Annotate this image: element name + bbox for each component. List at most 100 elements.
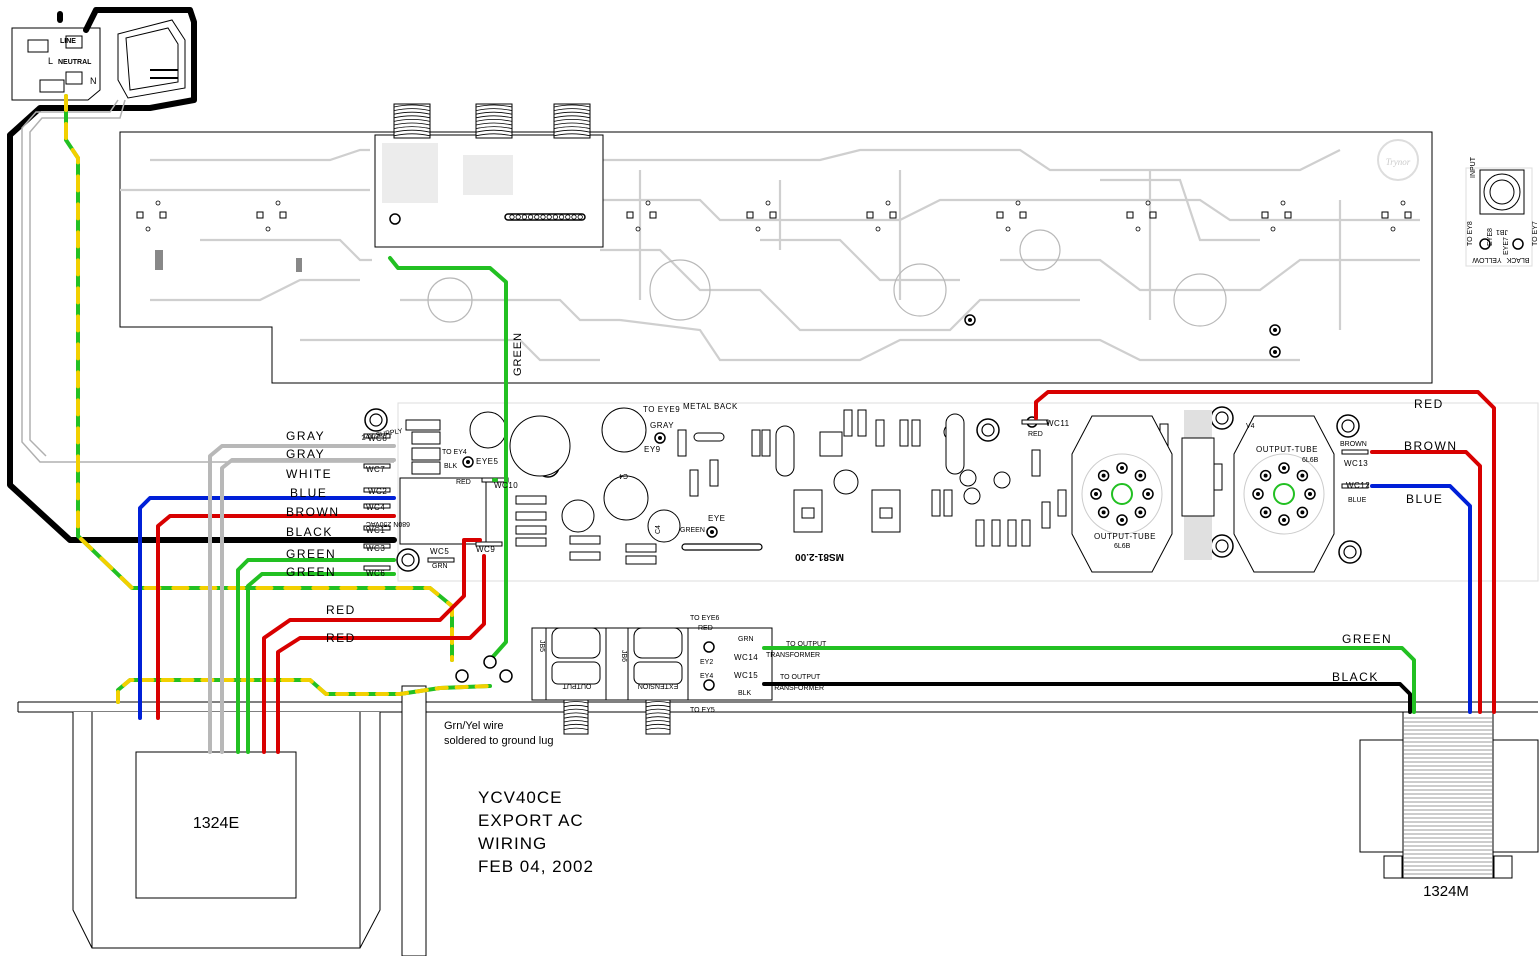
iec-l-label: L (48, 56, 53, 66)
ground-note-line-2: soldered to ground lug (444, 735, 553, 747)
wc2-label: WC2 (368, 487, 387, 496)
to-output-1-label: TO OUTPUT (786, 641, 827, 648)
c4-label-1: C4 (619, 472, 628, 479)
wc8-label: WC8 (368, 434, 387, 443)
red-wc11-label: RED (1028, 431, 1043, 438)
input-jack: INPUT TO EY8 TO EY7 EYE8 EYE7 JB1 YELLOW… (1465, 156, 1539, 267)
ey4-label: EY4 (700, 673, 713, 680)
ey2-label: EY2 (700, 659, 713, 666)
svg-text:Trynor: Trynor (1386, 157, 1411, 167)
ground-note: Grn/Yel wire soldered to ground lug (444, 720, 553, 747)
black-label: BLACK (1506, 256, 1529, 263)
output-transformer: 1324M (1359, 711, 1539, 900)
c4-label-2: C4 (655, 525, 662, 534)
tube-2-type: 6L6B (1302, 457, 1319, 464)
title-block: YCV40CE EXPORT AC WIRING FEB 04, 2002 (478, 788, 594, 876)
to-ey8-label: TO EY8 (1467, 221, 1474, 246)
wire-label-green-1: GREEN (286, 547, 336, 561)
wire-label-red-2: RED (326, 631, 356, 645)
title-line-1: YCV40CE (478, 788, 562, 807)
to-ey4-label: TO EY4 (442, 449, 467, 456)
iec-inlet: LINE NEUTRAL L N (11, 19, 186, 101)
ground-note-line-1: Grn/Yel wire (444, 720, 504, 732)
output-jack-board: JB5 JB6 OUTPUT EXTENSION (531, 627, 773, 735)
transformer-1-label: TRANSFORMER (766, 652, 820, 659)
to-eye9-label: TO EYE9 (643, 405, 680, 414)
wire-label-blue: BLUE (290, 486, 327, 500)
cap-main-label: 680N 250VAC (366, 520, 410, 527)
metal-back-label: METAL BACK (683, 402, 738, 411)
ey9-label: EY9 (644, 445, 661, 454)
wire-label-blue-right: BLUE (1406, 492, 1443, 506)
grn-small-label: GRN (432, 563, 448, 570)
wire-label-black: BLACK (286, 525, 333, 539)
eye7-label: EYE7 (1503, 237, 1510, 255)
transformer-2-label: TRANSFORMER (770, 685, 824, 692)
jb6-label: JB6 (620, 650, 627, 662)
wc11-label: WC11 (1046, 419, 1070, 428)
red-eyelet-label: RED (456, 479, 471, 486)
wire-label-green-center: GREEN (512, 332, 524, 376)
jb1-label: JB1 (1496, 228, 1508, 235)
wc6-label: WC6 (366, 569, 385, 578)
wire-label-green-right: GREEN (1342, 632, 1392, 646)
wire-label-black-right: BLACK (1332, 670, 1379, 684)
wire-label-brown-right: BROWN (1404, 439, 1458, 453)
input-label: INPUT (1470, 156, 1477, 178)
red-eye6-label: RED (698, 625, 713, 632)
output-transformer-label: 1324M (1423, 883, 1469, 900)
wc10-label: WC10 (494, 481, 518, 490)
wc13-label: WC13 (1344, 459, 1368, 468)
wc9-label: WC9 (476, 545, 495, 554)
wire-label-gray-1: GRAY (286, 429, 325, 443)
blk-wc15-label: BLK (738, 690, 752, 697)
wc1-label: WC1 (366, 526, 385, 535)
wc12-label: WC12 (1346, 481, 1370, 490)
power-transformer: 1324E (72, 712, 381, 949)
eye-label: EYE (708, 514, 726, 523)
tube-1-type: 6L6B (1114, 543, 1131, 550)
main-pcb (363, 402, 1539, 685)
title-line-3: WIRING (478, 834, 547, 853)
wire-label-red-right: RED (1414, 397, 1444, 411)
jb5-label: JB5 (538, 640, 545, 652)
wire-label-white: WHITE (286, 467, 332, 481)
to-output-2-label: TO OUTPUT (780, 674, 821, 681)
yellow-label: YELLOW (1472, 256, 1502, 263)
wc4-label: WC4 (366, 503, 385, 512)
tube-1-label: OUTPUT-TUBE (1094, 532, 1156, 541)
to-eye6-label: TO EYE6 (690, 615, 720, 622)
blue-wc12-label: BLUE (1348, 497, 1367, 504)
fx-jack-board (374, 103, 604, 248)
wc14-label: WC14 (734, 653, 758, 662)
wire-label-gray-2: GRAY (286, 447, 325, 461)
power-transformer-label: 1324E (193, 815, 239, 832)
gray-eyelet-label: GRAY (650, 421, 674, 430)
to-ey7-label: TO EY7 (1532, 221, 1539, 246)
wc5-label: WC5 (430, 547, 449, 556)
title-line-4: FEB 04, 2002 (478, 857, 594, 876)
wc7-label: WC7 (366, 465, 385, 474)
extension-jack-label: EXTENSION (638, 682, 678, 689)
green-eyelet-label: GREEN (680, 527, 705, 534)
wc15-label: WC15 (734, 671, 758, 680)
board-id-label: MS81-2.00 (795, 551, 844, 562)
title-line-2: EXPORT AC (478, 811, 584, 830)
iec-line-label: LINE (60, 38, 76, 45)
grn-label: GRN (738, 636, 754, 643)
wire-labels: GRAY GRAY WHITE BLUE BROWN BLACK GREEN G… (286, 332, 1458, 684)
eye8-label: EYE8 (1487, 228, 1494, 246)
to-ey5-label: TO EY5 (690, 707, 715, 714)
tube-2-label: OUTPUT-TUBE (1256, 445, 1318, 454)
v4-label: V4 (1246, 423, 1255, 430)
brown-wc13-label: BROWN (1340, 441, 1367, 448)
wire-label-red-1: RED (326, 603, 356, 617)
output-jack-label: OUTPUT (562, 682, 592, 689)
wire-label-brown: BROWN (286, 505, 340, 519)
wires (7, 7, 1496, 754)
iec-n-label: N (90, 76, 97, 86)
eye5-label: EYE5 (476, 457, 499, 466)
wc3-label: WC3 (366, 544, 385, 553)
iec-neutral-label: NEUTRAL (58, 59, 92, 66)
